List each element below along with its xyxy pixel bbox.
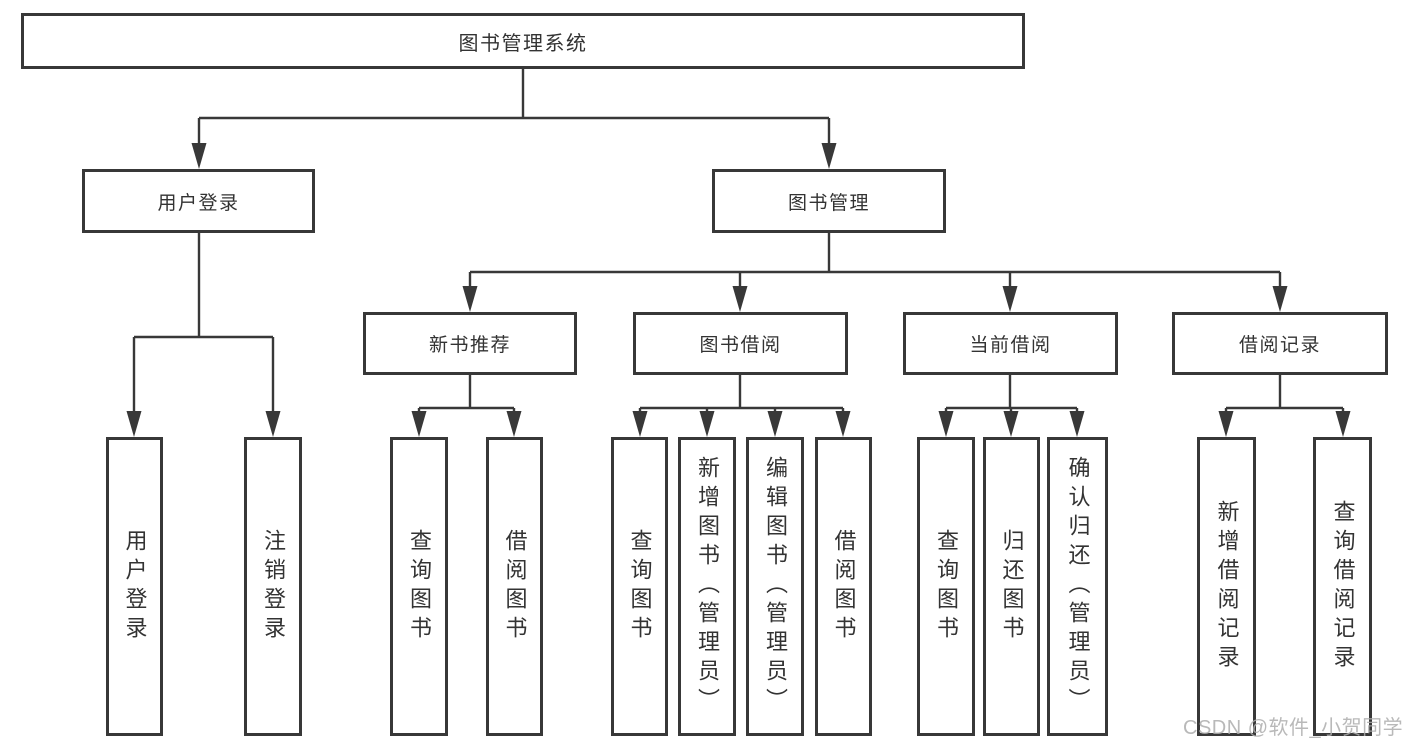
leaf-return-books-label: 归还图书	[999, 528, 1025, 645]
node-user-login: 用户登录	[82, 169, 315, 233]
leaf-borrow-books-1-label: 借阅图书	[502, 528, 528, 645]
leaf-query-books-3-label: 查询图书	[934, 528, 959, 645]
leaf-query-books-1: 查询图书	[390, 437, 448, 736]
node-root-system: 图书管理系统	[21, 13, 1025, 69]
leaf-query-borrow-record: 查询借阅记录	[1313, 437, 1372, 736]
leaf-borrow-books-2-label: 借阅图书	[831, 528, 857, 645]
leaf-add-borrow-record-label: 新增借阅记录	[1214, 499, 1240, 674]
node-new-book-recommend: 新书推荐	[363, 312, 577, 375]
leaf-query-books-3: 查询图书	[917, 437, 975, 736]
arrowheads	[126, 143, 1351, 437]
node-book-borrow: 图书借阅	[633, 312, 848, 375]
csdn-watermark: CSDN @软件_小贺同学	[1183, 717, 1404, 739]
leaf-add-books-admin: 新增图书（管理员）	[678, 437, 736, 736]
node-current-borrow: 当前借阅	[903, 312, 1118, 375]
leaf-confirm-return-admin-label: 确认归还（管理员）	[1065, 456, 1091, 717]
leaf-return-books: 归还图书	[983, 437, 1040, 736]
leaf-add-books-admin-label: 新增图书（管理员）	[695, 456, 720, 717]
leaf-logout-label: 注销登录	[261, 528, 286, 645]
leaf-logout: 注销登录	[244, 437, 302, 736]
leaf-user-login: 用户登录	[106, 437, 163, 736]
leaf-borrow-books-2: 借阅图书	[815, 437, 872, 736]
node-borrow-records: 借阅记录	[1172, 312, 1388, 375]
leaf-add-borrow-record: 新增借阅记录	[1197, 437, 1256, 736]
leaf-user-login-label: 用户登录	[122, 528, 148, 645]
leaf-query-books-2-label: 查询图书	[627, 528, 653, 645]
leaf-query-borrow-record-label: 查询借阅记录	[1330, 499, 1356, 674]
leaf-borrow-books-1: 借阅图书	[486, 437, 543, 736]
leaf-query-books-1-label: 查询图书	[407, 528, 432, 645]
leaf-confirm-return-admin: 确认归还（管理员）	[1047, 437, 1108, 736]
leaf-query-books-2: 查询图书	[611, 437, 668, 736]
leaf-edit-books-admin: 编辑图书（管理员）	[746, 437, 804, 736]
leaf-edit-books-admin-label: 编辑图书（管理员）	[763, 456, 788, 717]
node-book-management: 图书管理	[712, 169, 946, 233]
